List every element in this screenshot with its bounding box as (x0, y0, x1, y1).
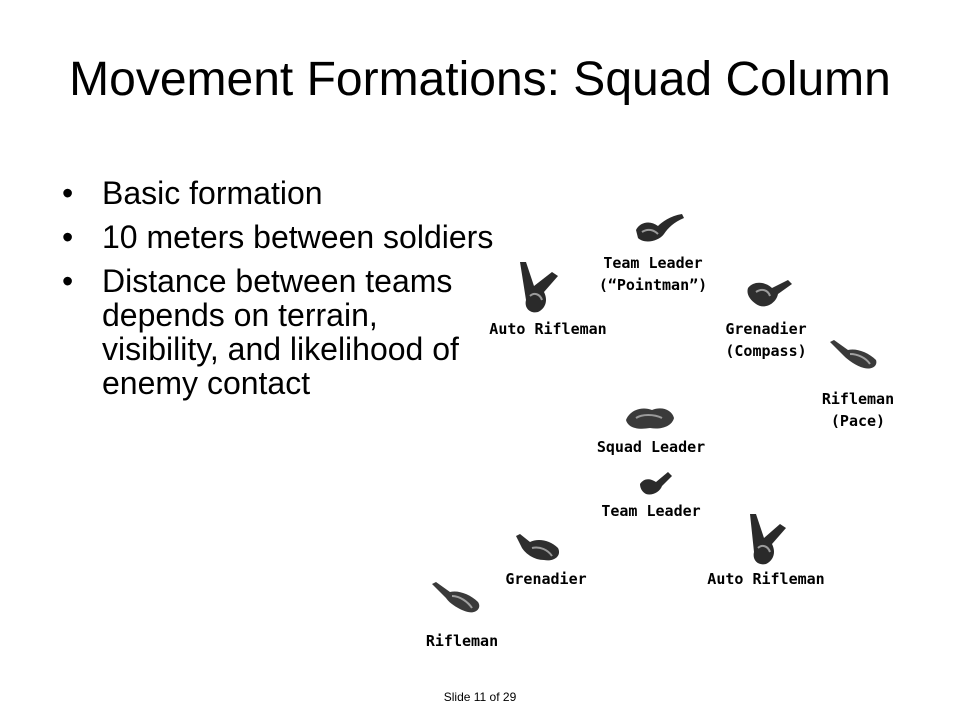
label-text: Auto Rifleman (707, 570, 825, 588)
label-grenadier-2: Grenadier (505, 568, 586, 590)
label-auto-rifleman-2: Auto Rifleman (707, 568, 824, 590)
soldier-squad-leader-icon (622, 400, 678, 434)
label-text: Grenadier (725, 320, 807, 338)
bullet-dot-icon: • (62, 175, 74, 211)
soldier-auto-rifleman-1-icon (512, 258, 572, 318)
label-text: Grenadier (505, 570, 587, 588)
label-text: Team Leader (601, 502, 701, 520)
bullet-text: 10 meters between soldiers (102, 219, 494, 255)
slide-number: Slide 11 of 29 (443, 690, 517, 704)
soldier-grenadier-1-icon (744, 272, 796, 312)
bullet-text: Distance between teams depends on terrai… (102, 263, 459, 401)
label-text: Auto Rifleman (489, 320, 607, 338)
label-text: (“Pointman”) (598, 276, 708, 294)
label-rifleman-pace: Rifleman (Pace) (822, 388, 894, 432)
label-text: Rifleman (425, 632, 499, 650)
soldier-rifleman-2-icon (430, 580, 486, 616)
soldier-auto-rifleman-2-icon (742, 512, 798, 570)
label-text: Team Leader (603, 254, 703, 272)
soldier-grenadier-2-icon (512, 526, 566, 566)
bullet-item: • 10 meters between soldiers (62, 220, 502, 254)
bullet-dot-icon: • (62, 219, 74, 255)
bullet-item: • Distance between teams depends on terra… (62, 264, 502, 400)
label-text: (Pace) (830, 412, 886, 430)
label-team-leader-pointman: Team Leader (“Pointman”) (599, 252, 707, 296)
bullet-list: • Basic formation • 10 meters between sold… (62, 176, 502, 410)
label-text: (Compass) (725, 342, 807, 360)
label-text: Rifleman (821, 390, 895, 408)
soldier-rifleman-1-icon (828, 338, 882, 372)
soldier-team-leader-1-icon (632, 208, 688, 248)
label-squad-leader: Squad Leader (597, 436, 705, 458)
label-team-leader-2: Team Leader (601, 500, 700, 522)
label-grenadier-compass: Grenadier (Compass) (725, 318, 806, 362)
bullet-dot-icon: • (62, 263, 74, 299)
label-auto-rifleman-1: Auto Rifleman (489, 318, 606, 340)
slide-title: Movement Formations: Squad Column (69, 53, 891, 106)
bullet-text: Basic formation (102, 175, 323, 211)
bullet-item: • Basic formation (62, 176, 502, 210)
label-text: Squad Leader (596, 438, 706, 456)
label-rifleman-2: Rifleman (426, 630, 498, 652)
soldier-team-leader-2-icon (638, 468, 676, 498)
